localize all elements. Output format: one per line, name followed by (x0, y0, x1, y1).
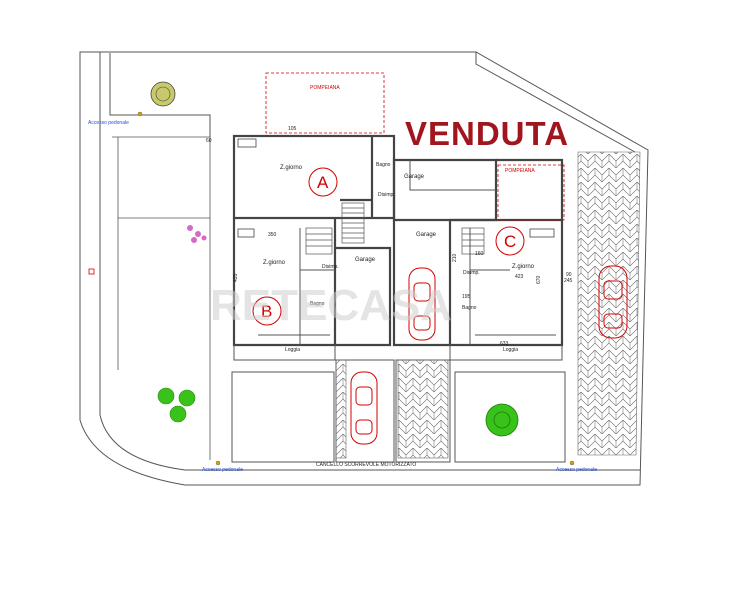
pompeiana-pergolas (265, 72, 565, 221)
gate-label: CANCELLO SCORREVOLE MOTORIZZATO (316, 462, 416, 468)
room-label: Z.giorno (280, 165, 303, 171)
tree-icon (150, 81, 176, 107)
room-label: Z.giorno (263, 260, 286, 266)
car-icon (408, 267, 436, 341)
room-label: Disimp. (378, 192, 395, 198)
room-label: Garage (404, 174, 425, 180)
svg-text:105: 105 (288, 126, 297, 132)
pompeiana-label-a: POMPEIANA (310, 85, 340, 91)
svg-text:C: C (504, 232, 516, 251)
room-label: Garage (355, 257, 376, 263)
svg-text:350: 350 (268, 232, 277, 238)
svg-text:195: 195 (462, 294, 471, 300)
paved-areas (335, 151, 641, 459)
building-walls (232, 134, 564, 347)
watermark: RETECASA (210, 281, 452, 330)
tree-icon (485, 403, 519, 437)
boundary-marker (88, 268, 95, 275)
svg-text:423: 423 (515, 274, 524, 280)
car-icon (598, 265, 628, 339)
dimension-labels: 60 350 435 423 633 670 90 245 160 195 10… (206, 126, 573, 347)
room-label: Loggia (503, 347, 518, 353)
room-label: Disimp. (463, 270, 480, 276)
svg-text:60: 60 (206, 138, 212, 144)
access-marker-icon (137, 111, 575, 466)
room-label: Loggia (285, 347, 300, 353)
flowers-icon (187, 225, 207, 243)
svg-text:A: A (317, 173, 329, 192)
sold-stamp: VENDUTA (405, 115, 569, 152)
svg-text:245: 245 (564, 278, 573, 284)
unit-marker-b: B (252, 296, 282, 326)
access-label: Accesso pedonale (202, 467, 243, 473)
stairs (305, 202, 485, 255)
pompeiana-label-c: POMPEIANA (505, 168, 535, 174)
svg-text:210: 210 (452, 253, 458, 262)
inner-partitions (233, 160, 563, 361)
room-label: Garage (416, 232, 437, 238)
room-label: Bagno (462, 305, 477, 311)
room-label: Z.giorno (512, 264, 535, 270)
kitchen-counters (237, 138, 555, 238)
access-label: Accesso pedonale (556, 467, 597, 473)
garden-fences (112, 136, 211, 460)
svg-text:670: 670 (536, 275, 542, 284)
svg-text:B: B (261, 302, 272, 321)
shrub-icon (157, 387, 196, 423)
room-label: Disimp. (322, 264, 339, 270)
room-label: Bagno (310, 301, 325, 307)
svg-text:633: 633 (500, 341, 509, 347)
unit-marker-a: A (308, 167, 338, 197)
svg-text:160: 160 (475, 251, 484, 257)
svg-text:435: 435 (233, 273, 239, 282)
unit-marker-c: C (495, 226, 525, 256)
site-boundary (79, 51, 649, 486)
svg-text:90: 90 (566, 272, 572, 278)
car-icon (350, 371, 378, 445)
access-label: Accesso pedonale (88, 120, 129, 126)
room-label: Bagno (376, 162, 391, 168)
